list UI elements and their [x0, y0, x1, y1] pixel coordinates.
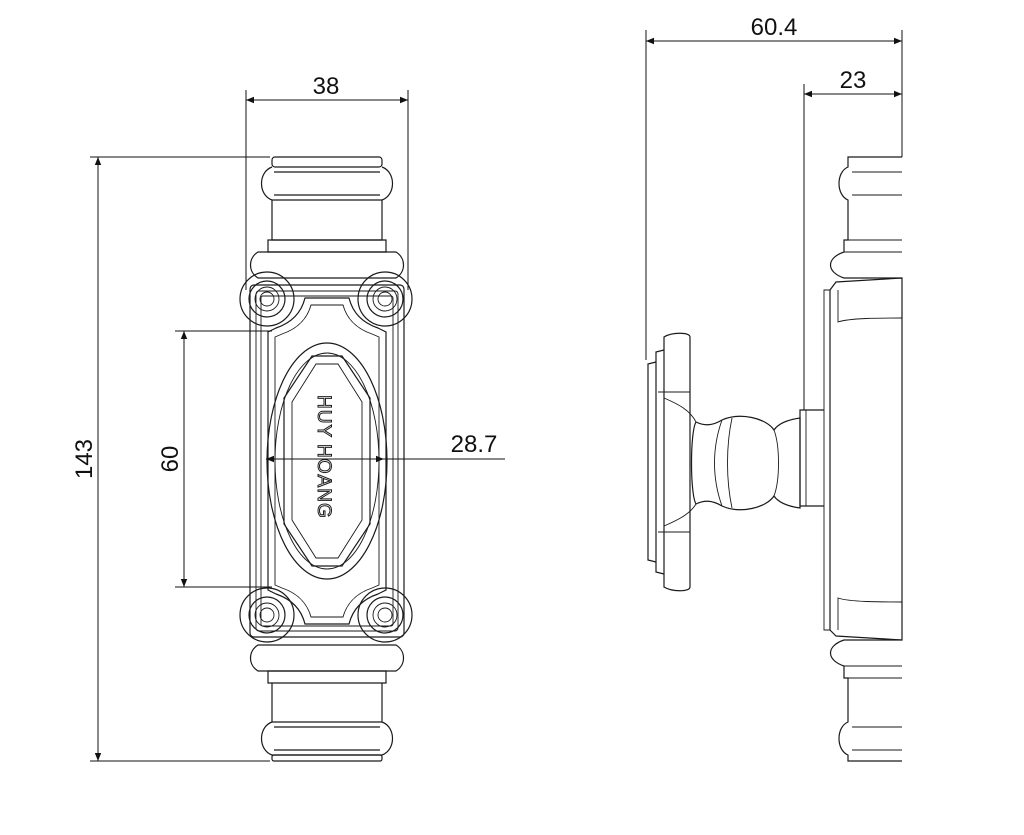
dimension-28-7: 28.7: [266, 431, 505, 463]
screw-bottom-right: [357, 587, 413, 643]
dim-label-60: 60: [157, 446, 184, 473]
dimension-60-4: 60.4: [645, 14, 903, 360]
dimension-60: 60: [157, 330, 272, 588]
screw-top-right: [357, 271, 413, 327]
dim-label-23: 23: [840, 67, 867, 94]
dim-label-60-4: 60.4: [751, 14, 798, 41]
side-view: [647, 156, 903, 762]
dimension-23: 23: [803, 67, 902, 410]
brand-text: HUY HOANG: [313, 395, 334, 519]
dim-label-28-7: 28.7: [451, 431, 498, 458]
dimension-143: 143: [71, 156, 270, 762]
dim-label-143: 143: [71, 439, 98, 479]
screw-top-left: [239, 271, 295, 327]
dim-label-38: 38: [313, 73, 340, 100]
screw-bottom-left: [239, 587, 295, 643]
dimension-38: 38: [245, 73, 409, 290]
